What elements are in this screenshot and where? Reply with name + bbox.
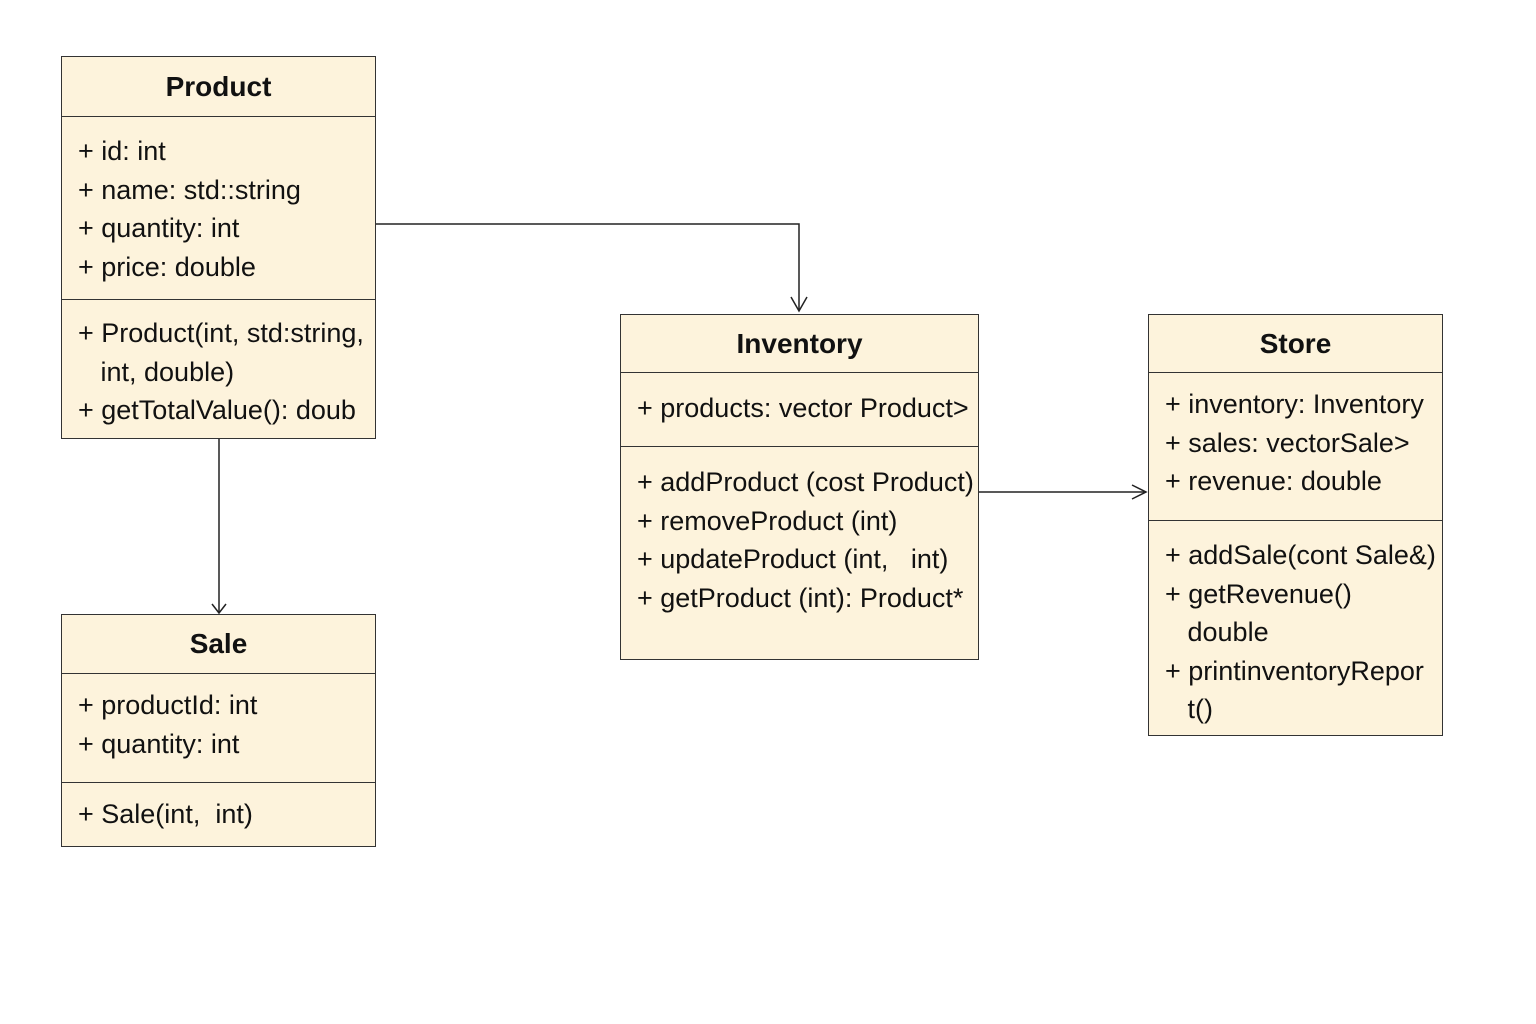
attribute: + name: std::string xyxy=(78,174,301,205)
class-inventory-attributes: + products: vector Product> xyxy=(621,373,978,447)
class-sale: Sale + productId: int + quantity: int + … xyxy=(61,614,376,847)
class-product-methods: + Product(int, std:string, int, double) … xyxy=(62,300,375,430)
attribute: + productId: int xyxy=(78,690,258,720)
arrowhead-store xyxy=(1131,484,1148,500)
method: + printinventoryRepor xyxy=(1165,655,1424,686)
attribute: + price: double xyxy=(78,251,256,282)
class-store-methods: + addSale(cont Sale&) + getRevenue() dou… xyxy=(1149,521,1442,729)
class-product-attributes: + id: int + name: std::string + quantity… xyxy=(62,117,375,300)
class-inventory: Inventory + products: vector Product> + … xyxy=(620,314,979,660)
attribute: + sales: vectorSale> xyxy=(1165,427,1410,458)
method: + updateProduct (int, int) xyxy=(637,544,949,574)
arrowhead-inventory xyxy=(790,296,808,313)
class-sale-methods: + Sale(int, int) xyxy=(62,783,375,834)
class-store-attributes: + inventory: Inventory + sales: vectorSa… xyxy=(1149,373,1442,521)
attribute: + id: int xyxy=(78,136,166,166)
method: + Sale(int, int) xyxy=(78,799,253,829)
class-inventory-title: Inventory xyxy=(621,315,978,373)
attribute: + quantity: int xyxy=(78,213,240,243)
method: + addSale(cont Sale&) xyxy=(1165,540,1436,570)
class-sale-attributes: + productId: int + quantity: int xyxy=(62,674,375,783)
class-sale-title: Sale xyxy=(62,615,375,674)
attribute: + revenue: double xyxy=(1165,466,1382,496)
class-store: Store + inventory: Inventory + sales: ve… xyxy=(1148,314,1443,736)
method: + getRevenue() xyxy=(1165,578,1352,609)
method: t() xyxy=(1165,694,1214,724)
method: + addProduct (cost Product) xyxy=(637,467,974,497)
method: + getProduct (int): Product* xyxy=(637,582,964,613)
method: double xyxy=(1165,617,1269,647)
association-product-inventory xyxy=(376,223,800,311)
class-inventory-methods: + addProduct (cost Product) + removeProd… xyxy=(621,447,978,617)
attribute: + inventory: Inventory xyxy=(1165,389,1424,419)
method: + getTotalValue(): doub xyxy=(78,395,356,425)
class-product: Product + id: int + name: std::string + … xyxy=(61,56,376,439)
attribute: + quantity: int xyxy=(78,728,240,759)
attribute: + products: vector Product> xyxy=(637,393,969,423)
method: + removeProduct (int) xyxy=(637,505,898,536)
class-product-title: Product xyxy=(62,57,375,117)
method: + Product(int, std:string, xyxy=(78,318,364,348)
method: int, double) xyxy=(78,356,235,387)
arrowhead-sale xyxy=(211,603,227,615)
class-store-title: Store xyxy=(1149,315,1442,373)
